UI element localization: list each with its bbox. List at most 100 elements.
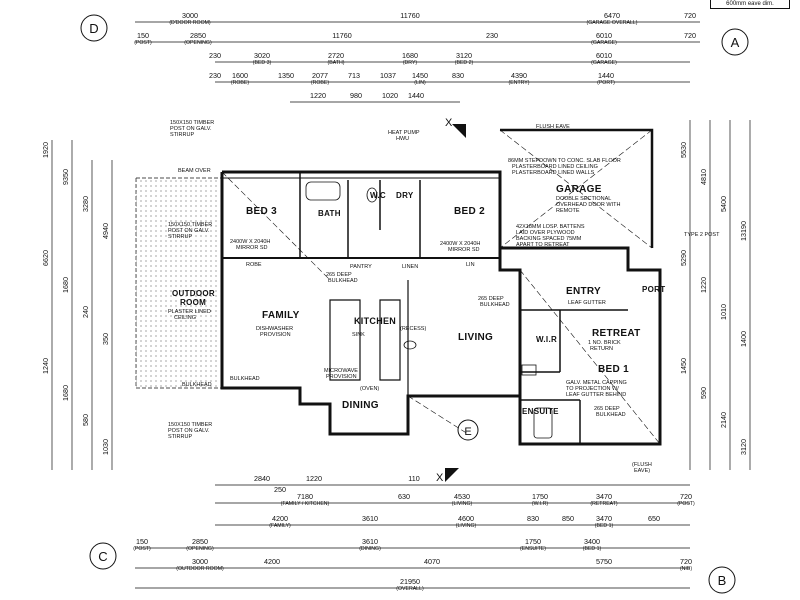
- grid-label-d: D: [89, 21, 98, 36]
- dims-bottom-value: 3400: [584, 537, 600, 546]
- note-garage-spec-3: PLASTERBOARD LINED WALLS: [512, 170, 595, 176]
- note-outdoor-ceiling-1: PLASTER LINED: [168, 309, 211, 315]
- room-label-outdoor-2: ROOM: [180, 298, 206, 307]
- dims-top-value: 720: [684, 31, 696, 40]
- dims-bottom-value: 3610: [362, 514, 378, 523]
- room-label-wir: W.I.R: [536, 335, 557, 344]
- dims-top-sublabel: (DRY): [403, 60, 418, 66]
- note-garage-door-2: OVERHEAD DOOR WITH: [556, 202, 621, 208]
- dims-right-value: 13190: [739, 221, 748, 241]
- note-brick-return-1: 1 NO. BRICK: [588, 340, 621, 346]
- note-timber-bl-2: POST ON GALV.: [168, 428, 210, 434]
- dims-right-value: 1400: [739, 331, 748, 347]
- dims-top-sublabel: (BED 3): [253, 60, 272, 66]
- dims-bottom-sublabel: (OVERALL): [396, 586, 424, 592]
- note-bulkhead-deep3-1: 265 DEEP: [594, 406, 620, 412]
- dims-bottom-sublabel: (RETREAT): [590, 501, 618, 507]
- dims-bottom-value: 850: [562, 514, 574, 523]
- dims-bottom-sublabel: (BED 1): [583, 546, 602, 552]
- dims-bottom-value: 4600: [458, 514, 474, 523]
- note-oven: (OVEN): [360, 386, 379, 392]
- grid-label-e: E: [464, 426, 471, 438]
- section-mark-bottom: X: [436, 468, 459, 484]
- annotation-notes: 150X150 TIMBER POST ON GALV. STIRRUP 150…: [168, 120, 720, 474]
- dims-top-value: 3120: [456, 51, 472, 60]
- side-dimension-lines: [51, 120, 751, 470]
- dims-bottom-value: 3000: [192, 557, 208, 566]
- dims-top-value: 720: [684, 11, 696, 20]
- dims-top-sublabel: (POST): [134, 40, 152, 46]
- note-capping-3: LEAF GUTTER BEHIND: [566, 392, 626, 398]
- note-robe: ROBE: [246, 262, 262, 268]
- grid-bubble-d: D: [80, 14, 108, 42]
- dims-bottom-value: 630: [398, 492, 410, 501]
- note-timber-bl-3: STIRRUP: [168, 434, 192, 440]
- dims-bottom-sublabel: (ENSUITE): [520, 546, 546, 552]
- dims-top-value: 1440: [598, 71, 614, 80]
- dims-right-value: 590: [699, 387, 708, 399]
- house-walls: [135, 128, 662, 446]
- dims-top-value: 1440: [408, 91, 424, 100]
- dims-right-value: 1220: [699, 277, 708, 293]
- dims-top-value: 1600: [232, 71, 248, 80]
- note-pantry: PANTRY: [350, 264, 372, 270]
- note-flush-eave2-2: EAVE): [634, 468, 650, 474]
- section-x-bottom: X: [436, 472, 444, 484]
- room-label-bath: BATH: [318, 209, 341, 218]
- note-bulkhead-deep-2: BULKHEAD: [328, 278, 358, 284]
- dims-bottom-value: 3470: [596, 514, 612, 523]
- room-label-wc: W.C: [370, 191, 386, 200]
- room-label-family: FAMILY: [262, 310, 300, 321]
- room-label-retreat: RETREAT: [592, 328, 641, 339]
- note-mirror-bed2-1: 2400W X 2040H: [440, 241, 480, 247]
- dims-bottom-sublabel: (POST): [133, 546, 151, 552]
- note-flush-eave: FLUSH EAVE: [536, 124, 570, 130]
- bottom-dimension-lines: [135, 484, 690, 589]
- dims-bottom-sublabel: (LIVING): [456, 523, 477, 529]
- note-timber-ml-3: STIRRUP: [168, 234, 192, 240]
- dims-bottom-value: 2840: [254, 474, 270, 483]
- note-dishwasher-1: DISHWASHER: [256, 326, 293, 332]
- note-outdoor-ceiling-2: CEILING: [174, 315, 196, 321]
- dims-top-value: 6010: [596, 31, 612, 40]
- bath-fixtures: [305, 181, 553, 439]
- dims-bottom-value: 7180: [297, 492, 313, 501]
- dims-top-value: 6470: [604, 11, 620, 20]
- dims-top-sublabel: (PORT): [597, 80, 615, 86]
- note-mirror-bed2-2: MIRROR SD: [448, 247, 480, 253]
- dims-bottom-value: 4200: [264, 557, 280, 566]
- dims-bottom-value: 21950: [400, 577, 420, 586]
- dims-bottom-sublabel: (FAMILY): [269, 523, 291, 529]
- dims-top-value: 980: [350, 91, 362, 100]
- note-battens-3: BACKING SPACED 75MM: [516, 236, 582, 242]
- note-lin: LIN: [466, 262, 475, 268]
- note-bulkhead-low: BULKHEAD: [230, 376, 260, 382]
- dims-right-value: 5400: [719, 196, 728, 212]
- dims-left-value: 240: [81, 306, 90, 318]
- grid-bubble-b: B: [708, 566, 736, 594]
- note-capping-2: TO PROJECTION W/: [566, 386, 619, 392]
- note-garage-door-3: REMOTE: [556, 208, 580, 214]
- left-dimensions: 1920935032804940662016802403501240168058…: [41, 142, 110, 455]
- note-recess: (RECESS): [400, 326, 426, 332]
- dims-right-value: 5290: [679, 250, 688, 266]
- dims-bottom-value: 1750: [532, 492, 548, 501]
- dims-bottom-value: 830: [527, 514, 539, 523]
- room-label-outdoor-1: OUTDOOR: [172, 289, 215, 298]
- dims-top-sublabel: (BATH): [328, 60, 345, 66]
- dims-bottom-value: 250: [274, 485, 286, 494]
- note-brick-return-2: RETURN: [590, 346, 613, 352]
- note-bulkhead-deep2-2: BULKHEAD: [480, 302, 510, 308]
- dims-top-sublabel: (ROBE): [311, 80, 329, 86]
- room-label-garage: GARAGE: [556, 184, 602, 195]
- right-dimensions: 5530481054001319052901220101014001450590…: [679, 142, 748, 455]
- dims-left-value: 3280: [81, 196, 90, 212]
- dims-bottom-sublabel: (NIB): [680, 566, 692, 572]
- dims-left-value: 1680: [61, 277, 70, 293]
- dims-bottom-value: 110: [408, 474, 419, 483]
- dims-top-value: 3020: [254, 51, 270, 60]
- note-timber-ml-2: POST ON GALV.: [168, 228, 210, 234]
- dims-top-value: 1450: [412, 71, 428, 80]
- room-label-living: LIVING: [458, 332, 493, 343]
- dims-left-value: 1030: [101, 439, 110, 455]
